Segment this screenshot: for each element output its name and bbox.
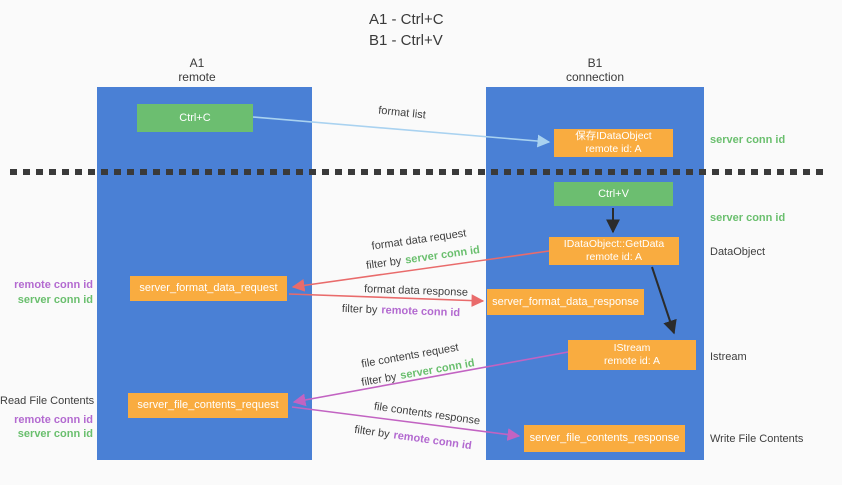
- column-b-subtitle: connection: [565, 70, 625, 84]
- node-server-file-contents-response: server_file_contents_response: [524, 425, 685, 452]
- right-label-write-file-contents: Write File Contents: [710, 433, 804, 445]
- node-istream: IStream remote id: A: [568, 340, 696, 370]
- node-save-idataobject-line2: remote id: A: [585, 143, 642, 155]
- remote-conn-id-text: remote conn id: [381, 304, 461, 320]
- node-idataobject-getdata-line1: IDataObject::GetData: [563, 238, 665, 250]
- left-label-server-conn-id-2: server conn id: [17, 428, 93, 440]
- label-file-contents-response: file contents response: [373, 400, 481, 428]
- title-line-1: A1 - Ctrl+C: [369, 11, 444, 28]
- column-a-id: A1: [189, 56, 205, 70]
- column-a-header: A1 remote: [97, 56, 297, 84]
- label-format-list: format list: [377, 104, 427, 122]
- node-idataobject-getdata-line2: remote id: A: [585, 251, 643, 263]
- column-b-header: B1 connection: [486, 56, 704, 84]
- session-separator-dotted-line: [10, 169, 823, 175]
- filter-by-text: filter by: [341, 302, 378, 317]
- node-ctrl-c-label: Ctrl+C: [179, 111, 211, 124]
- node-server-format-data-response-label: server_format_data_response: [492, 295, 639, 308]
- node-istream-line1: IStream: [613, 342, 651, 354]
- node-server-format-data-request-label: server_format_data_request: [139, 282, 278, 294]
- node-istream-line2: remote id: A: [603, 355, 661, 367]
- node-save-idataobject-line1: 保存IDataObject: [575, 130, 652, 142]
- title-line-2: B1 - Ctrl+V: [369, 32, 443, 49]
- server-conn-id-text: server conn id: [404, 244, 481, 267]
- node-ctrl-v-label: Ctrl+V: [598, 187, 629, 200]
- filter-by-text: filter by: [353, 423, 391, 441]
- right-label-server-conn-id-1: server conn id: [710, 134, 786, 146]
- filter-by-text: filter by: [365, 255, 403, 272]
- remote-conn-id-text: remote conn id: [392, 429, 473, 453]
- left-label-remote-conn-id-2: remote conn id: [14, 414, 93, 426]
- node-idataobject-getdata: IDataObject::GetData remote id: A: [549, 237, 679, 265]
- column-a-subtitle: remote: [178, 70, 216, 84]
- node-server-format-data-response: server_format_data_response: [487, 289, 644, 315]
- left-label-server-conn-id-1: server conn id: [17, 294, 93, 306]
- right-label-dataobject: DataObject: [710, 246, 766, 258]
- right-label-server-conn-id-2: server conn id: [710, 212, 786, 224]
- right-label-istream: Istream: [710, 351, 747, 363]
- left-label-read-file-contents: Read File Contents: [0, 395, 95, 407]
- node-server-format-data-request: server_format_data_request: [130, 276, 287, 301]
- node-ctrl-v: Ctrl+V: [554, 182, 673, 206]
- left-label-remote-conn-id-1: remote conn id: [14, 279, 93, 291]
- diagram-title: A1 - Ctrl+C B1 - Ctrl+V: [369, 9, 444, 51]
- node-server-file-contents-response-label: server_file_contents_response: [529, 432, 680, 444]
- column-b-id: B1: [587, 56, 603, 70]
- node-ctrl-c: Ctrl+C: [137, 104, 253, 132]
- node-save-idataobject: 保存IDataObject remote id: A: [554, 129, 673, 157]
- node-server-file-contents-request: server_file_contents_request: [128, 393, 288, 418]
- label-format-data-response: format data response: [363, 283, 469, 299]
- node-server-file-contents-request-label: server_file_contents_request: [137, 399, 279, 411]
- filter-by-text: filter by: [360, 370, 398, 389]
